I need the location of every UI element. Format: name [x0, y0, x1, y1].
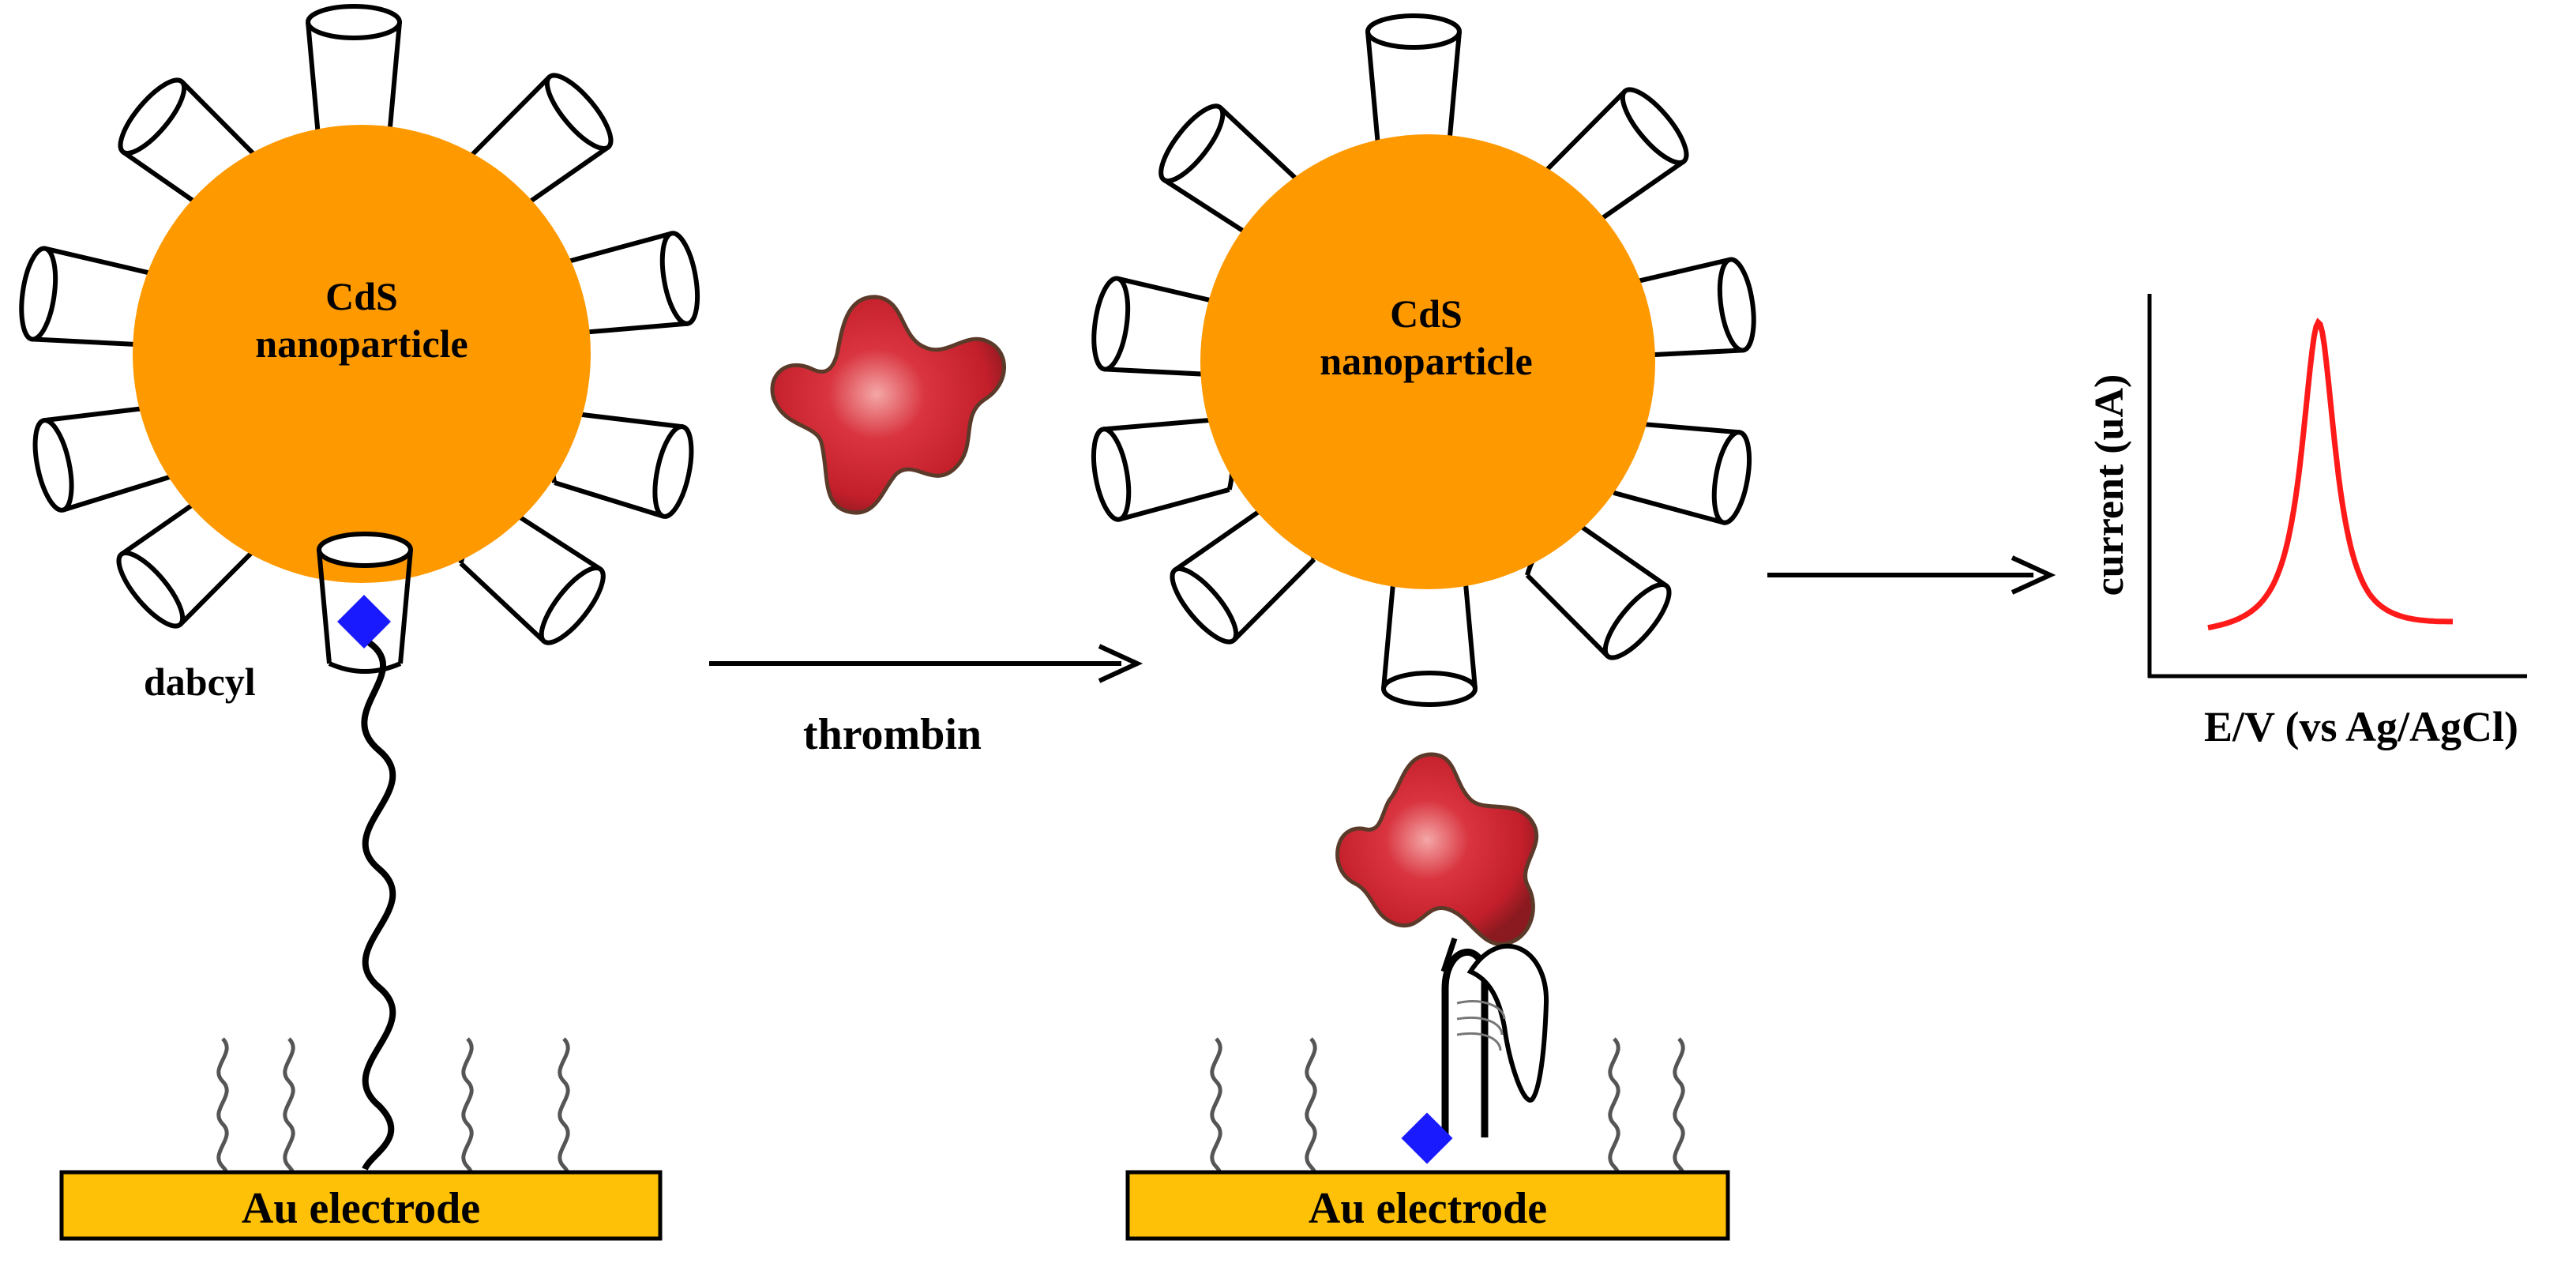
nanoparticle-label-line2: nanoparticle — [1320, 339, 1532, 383]
left-panel: CdS nanoparticle dabcyl Au electrode — [17, 6, 704, 1241]
thrombin-molecule — [770, 295, 1006, 515]
result-arrow-head — [2011, 555, 2056, 595]
cds-nanoparticle-right — [1200, 134, 1655, 589]
thiol-line — [1306, 1039, 1315, 1190]
thiol-line — [559, 1039, 568, 1190]
cyclodextrin-cup — [308, 6, 400, 144]
nanoparticle-label-line1: CdS — [325, 274, 398, 318]
series-line-peak — [2207, 318, 2453, 631]
electrode-label-right: Au electrode — [1309, 1184, 1547, 1233]
reaction-step: thrombin — [709, 295, 1143, 759]
signal-readout: E/V (vs Ag/AgCl) current (uA) — [1767, 294, 2527, 750]
nanoparticle-label-line1: CdS — [1390, 291, 1463, 336]
thiol-line — [1211, 1039, 1220, 1190]
right-panel: CdS nanoparticle Au electrode — [1087, 16, 1759, 1241]
au-electrode-left — [59, 1170, 663, 1241]
thiol-line — [218, 1039, 227, 1190]
reaction-arrow-head — [1098, 644, 1143, 683]
dabcyl-marker — [337, 595, 391, 649]
cyclodextrin-cup — [1368, 16, 1459, 153]
y-axis-label: current (uA) — [2087, 374, 2132, 596]
aptamer-hairpin — [1440, 937, 1549, 1137]
thrombin-molecule-bound — [1335, 752, 1539, 946]
electrode-label-left: Au electrode — [242, 1184, 480, 1233]
aptamer-strand — [361, 637, 396, 1171]
nanoparticle-label-line2: nanoparticle — [255, 321, 468, 366]
x-axis-label: E/V (vs Ag/AgCl) — [2204, 703, 2518, 750]
dabcyl-label: dabcyl — [144, 660, 256, 704]
voltammogram-chart: E/V (vs Ag/AgCl) current (uA) — [2087, 294, 2527, 750]
thiol-line — [1609, 1039, 1618, 1190]
cds-nanoparticle-left — [133, 125, 591, 583]
thrombin-label: thrombin — [803, 710, 982, 759]
dabcyl-marker-right — [1401, 1112, 1453, 1164]
surface-thiols-left — [218, 1039, 568, 1190]
thiol-line — [1674, 1039, 1683, 1190]
thiol-line — [284, 1039, 293, 1190]
thiol-line — [463, 1039, 471, 1190]
au-electrode-right — [1125, 1170, 1730, 1241]
